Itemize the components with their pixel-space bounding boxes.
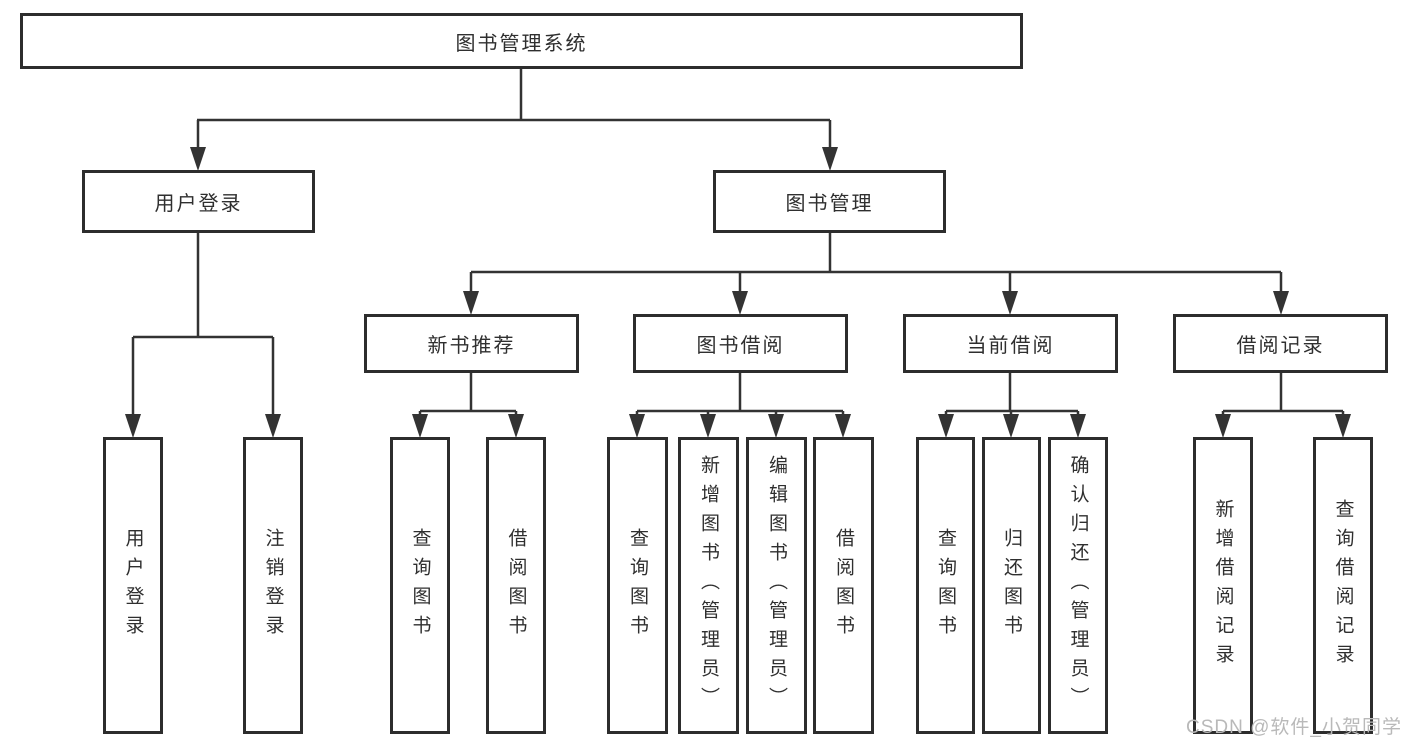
leaf-add-borrow-record: 新增借阅记录 [1193, 437, 1253, 734]
leaf-query-books-borrow: 查询图书 [607, 437, 668, 734]
leaf-label: 查询借阅记录 [1332, 498, 1354, 673]
leaf-label: 新增图书（管理员） [698, 455, 719, 716]
leaf-label: 查询图书 [935, 527, 956, 644]
leaf-label: 查询图书 [627, 527, 648, 644]
node-label: 图书管理 [785, 193, 874, 215]
leaf-label: 用户登录 [122, 527, 144, 644]
leaf-query-books-current: 查询图书 [916, 437, 975, 734]
node-label: 新书推荐 [427, 335, 516, 357]
node-label: 用户登录 [154, 193, 243, 215]
leaf-label: 查询图书 [409, 527, 431, 644]
leaf-confirm-return-admin: 确认归还（管理员） [1048, 437, 1108, 734]
leaf-label: 借阅图书 [505, 527, 527, 644]
node-book-borrow: 图书借阅 [633, 314, 848, 373]
node-label: 图书借阅 [696, 335, 785, 357]
node-book-management: 图书管理 [713, 170, 946, 233]
leaf-label: 归还图书 [1001, 527, 1022, 644]
leaf-label: 编辑图书（管理员） [766, 455, 787, 716]
leaf-query-borrow-record: 查询借阅记录 [1313, 437, 1373, 734]
leaf-edit-book-admin: 编辑图书（管理员） [746, 437, 807, 734]
node-borrow-record: 借阅记录 [1173, 314, 1388, 373]
leaf-return-book: 归还图书 [982, 437, 1041, 734]
leaf-label: 确认归还（管理员） [1067, 455, 1089, 716]
leaf-add-book-admin: 新增图书（管理员） [678, 437, 739, 734]
node-new-book-recommend: 新书推荐 [364, 314, 579, 373]
leaf-borrow-books-borrow: 借阅图书 [813, 437, 874, 734]
leaf-label: 借阅图书 [833, 527, 854, 644]
node-label: 当前借阅 [966, 335, 1055, 357]
node-label: 借阅记录 [1236, 335, 1325, 357]
node-current-borrow: 当前借阅 [903, 314, 1118, 373]
leaf-logout: 注销登录 [243, 437, 303, 734]
leaf-user-login: 用户登录 [103, 437, 163, 734]
csdn-watermark: CSDN @软件_小贺同学 [1186, 717, 1402, 738]
node-label: 图书管理系统 [455, 32, 588, 55]
leaf-query-books-newbook: 查询图书 [390, 437, 450, 734]
node-library-system: 图书管理系统 [20, 13, 1023, 69]
leaf-label: 注销登录 [262, 527, 284, 644]
leaf-borrow-books-newbook: 借阅图书 [486, 437, 546, 734]
leaf-label: 新增借阅记录 [1212, 498, 1234, 673]
node-user-login: 用户登录 [82, 170, 315, 233]
